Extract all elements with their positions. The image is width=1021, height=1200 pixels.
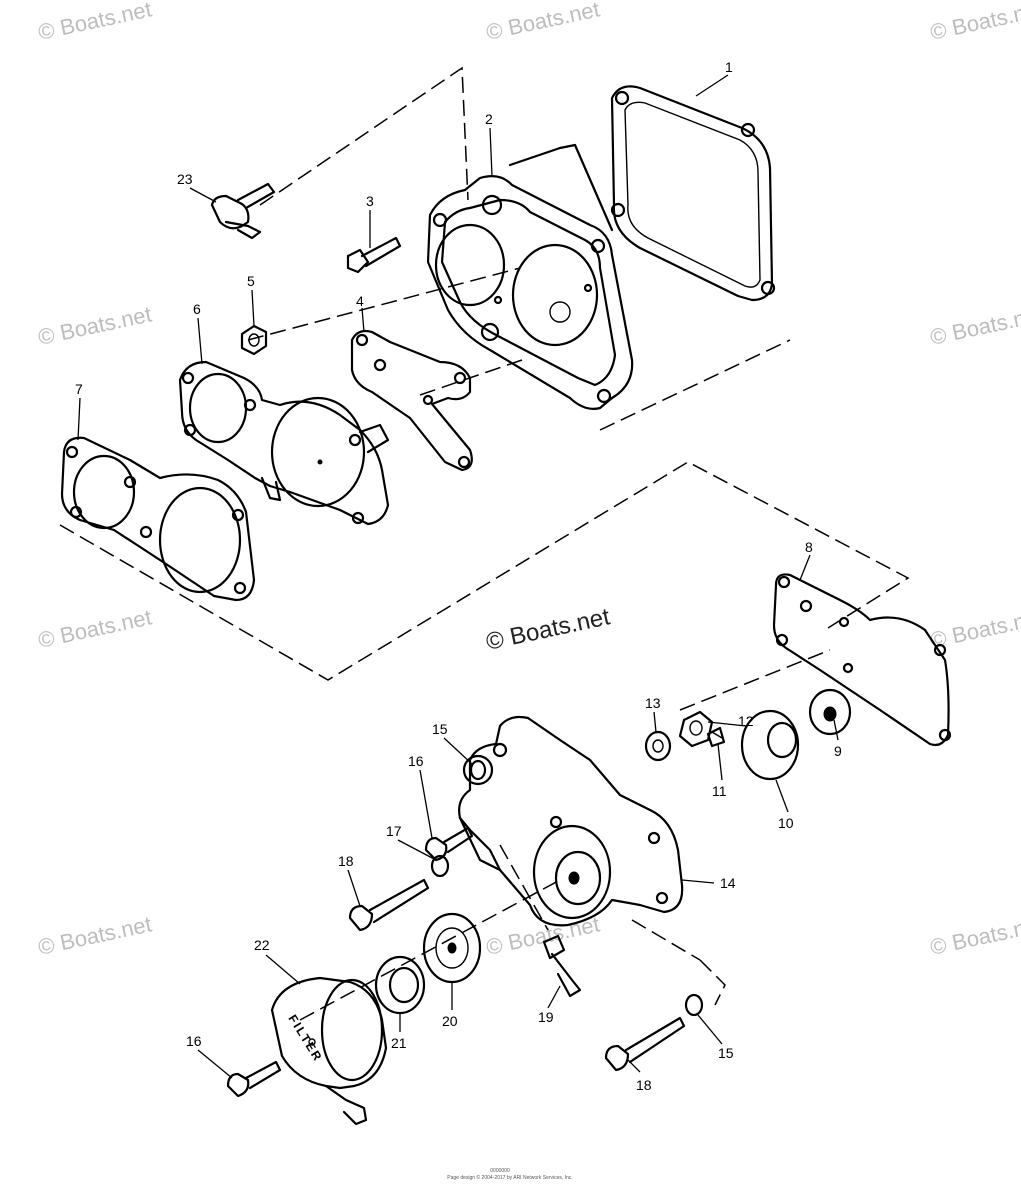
assembly-lines [59,66,910,1021]
screw-16-lower [226,1060,282,1098]
gasket-1 [610,85,776,302]
watermark: © Boats.net [928,0,1021,45]
callout-15-lower: 15 [718,1045,734,1061]
callout-13: 13 [645,695,661,711]
screw-11 [706,726,726,748]
lock-washer-17 [430,854,450,878]
callout-4: 4 [356,293,364,309]
filter-bowl-22: FILTER [270,976,388,1126]
watermark: © Boats.net [36,604,154,652]
callout-23: 23 [177,171,193,187]
watermark: © Boats.net [36,0,154,45]
hose-nipple-19 [542,934,582,998]
callout-6: 6 [193,301,201,317]
gasket-8 [772,573,952,747]
center-watermark: © Boats.net [484,603,613,656]
callout-5: 5 [247,273,255,289]
gasket-ring-21 [374,955,426,1015]
filter-label: FILTER [285,1012,325,1064]
washer-9 [808,688,852,736]
callout-18-lower: 18 [636,1077,652,1093]
diaphragm-10 [740,709,800,781]
lock-washer-15-upper [469,759,487,781]
o-ring-13 [644,730,672,762]
callouts: 1 2 3 4 5 6 7 23 8 9 10 11 12 13 14 15 1… [75,59,842,1093]
footer-line-1: 0000000 [490,1168,510,1174]
screw-16-upper [424,826,474,862]
callout-16-upper: 16 [408,753,424,769]
callout-8: 8 [805,539,813,555]
nut-5 [240,324,268,356]
bracket-4 [350,329,473,472]
watermarks: © Boats.net © Boats.net © Boats.net © Bo… [36,0,1021,960]
watermark: © Boats.net [484,911,602,959]
screw-18-upper [348,878,430,932]
footer-copyright: Page design © 2004-2017 by ARI Network S… [447,1174,572,1181]
bolt-3 [346,236,402,274]
footer: 0000000 Page design © 2004-2017 by ARI N… [447,1168,572,1181]
callout-1: 1 [725,59,733,75]
callout-19: 19 [538,1009,554,1025]
cover-6 [178,360,390,526]
callout-11: 11 [712,783,727,799]
housing-14 [458,715,684,927]
callout-7: 7 [75,381,83,397]
callout-20: 20 [442,1013,458,1029]
callout-2: 2 [485,111,493,127]
callout-9: 9 [834,743,842,759]
elbow-fitting-23 [210,182,276,240]
gasket-7 [60,436,256,602]
filter-screen-20 [422,912,482,984]
watermark: © Boats.net [36,301,154,349]
callout-10: 10 [778,815,794,831]
fitting-12 [678,710,714,748]
callout-12: 12 [738,713,754,729]
watermark: © Boats.net [928,301,1021,349]
callout-18-upper: 18 [338,853,354,869]
callout-17: 17 [386,823,402,839]
watermark: © Boats.net [484,0,602,45]
watermark: © Boats.net [928,911,1021,959]
callout-14: 14 [720,875,736,891]
callout-16-lower: 16 [186,1033,202,1049]
pump-body-2 [426,143,634,410]
callout-21: 21 [391,1035,407,1051]
callout-3: 3 [366,193,374,209]
lock-washer-15-lower [684,993,704,1017]
watermark: © Boats.net [36,911,154,959]
screw-18-lower [604,1016,686,1072]
callout-15-upper: 15 [432,721,448,737]
leader-lines [77,74,839,1079]
callout-22: 22 [254,937,270,953]
